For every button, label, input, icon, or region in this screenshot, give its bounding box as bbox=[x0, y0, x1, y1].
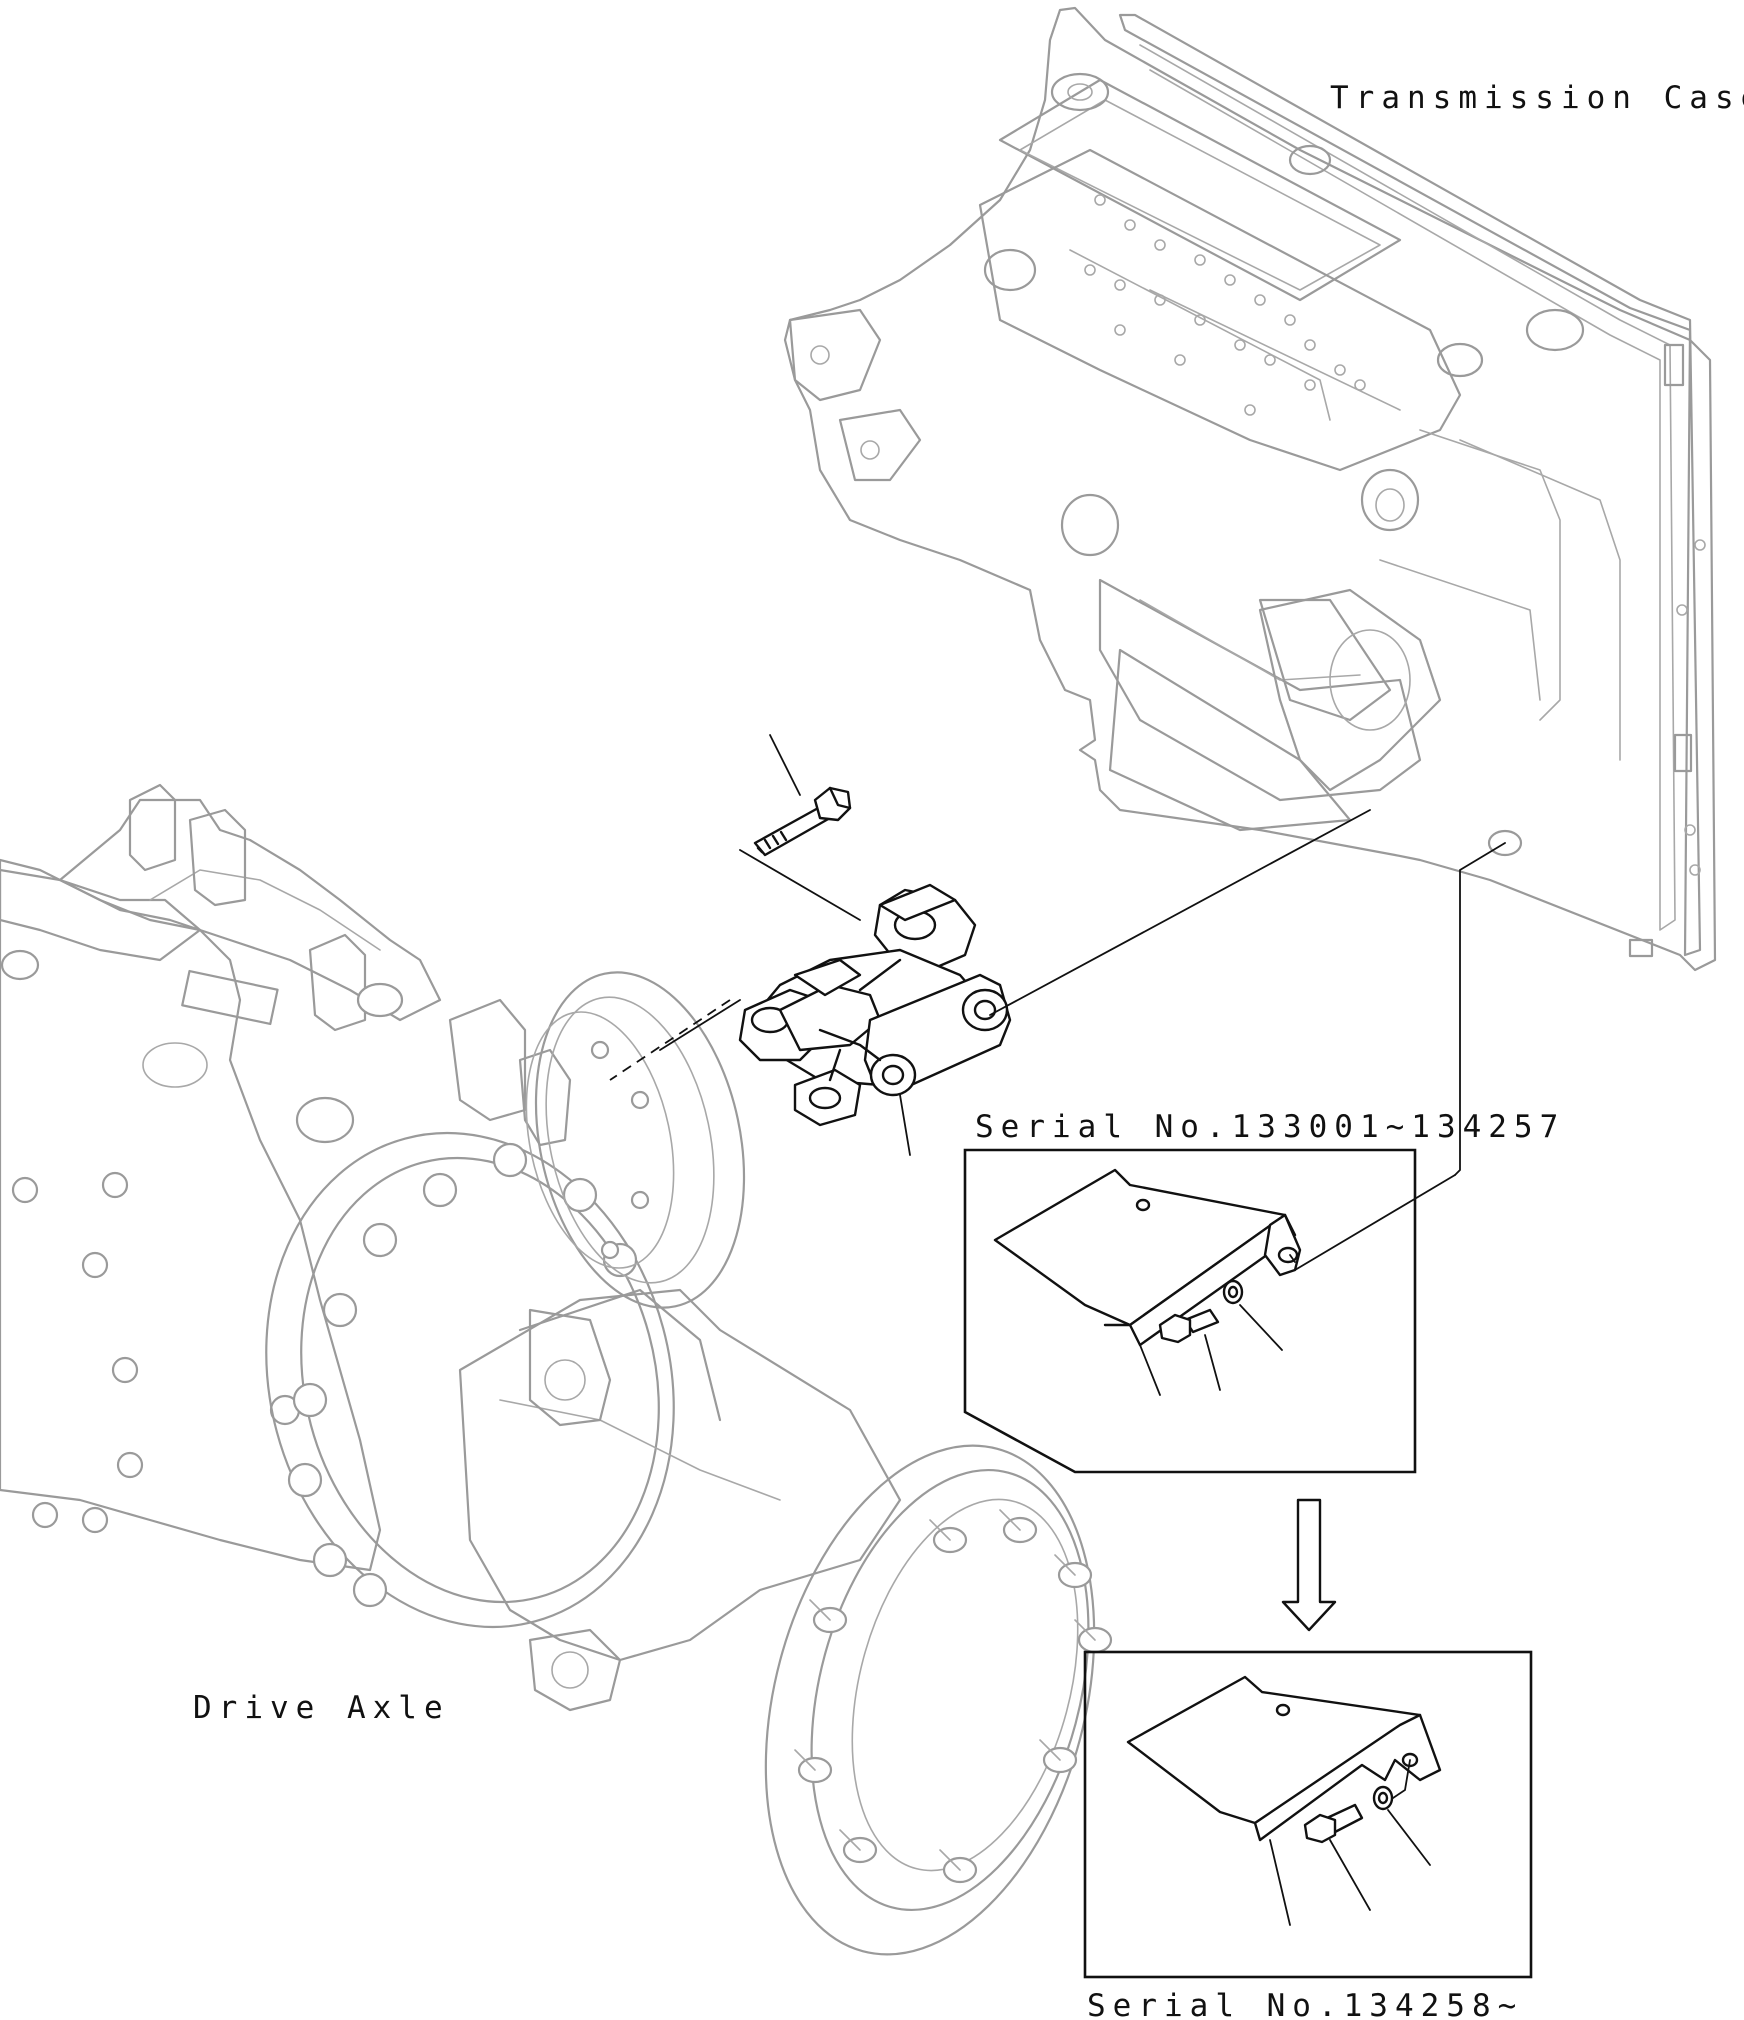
transmission-case bbox=[783, 6, 1717, 972]
drive-axle bbox=[0, 783, 1113, 1956]
inset-late-serial bbox=[1083, 1650, 1533, 1979]
yoke-bolt bbox=[753, 786, 852, 857]
leader-lines bbox=[609, 734, 1506, 1176]
inset-early-serial bbox=[963, 1148, 1456, 1474]
transmission-case-label: Transmission Case bbox=[1330, 80, 1744, 116]
down-arrow bbox=[1281, 1498, 1337, 1632]
universal-joint bbox=[738, 883, 1012, 1127]
serial-range-early-label: Serial No.133001~134257 bbox=[975, 1109, 1565, 1145]
drive-axle-label: Drive Axle bbox=[193, 1690, 450, 1726]
serial-range-late-label: Serial No.134258~ bbox=[1087, 1988, 1523, 2020]
